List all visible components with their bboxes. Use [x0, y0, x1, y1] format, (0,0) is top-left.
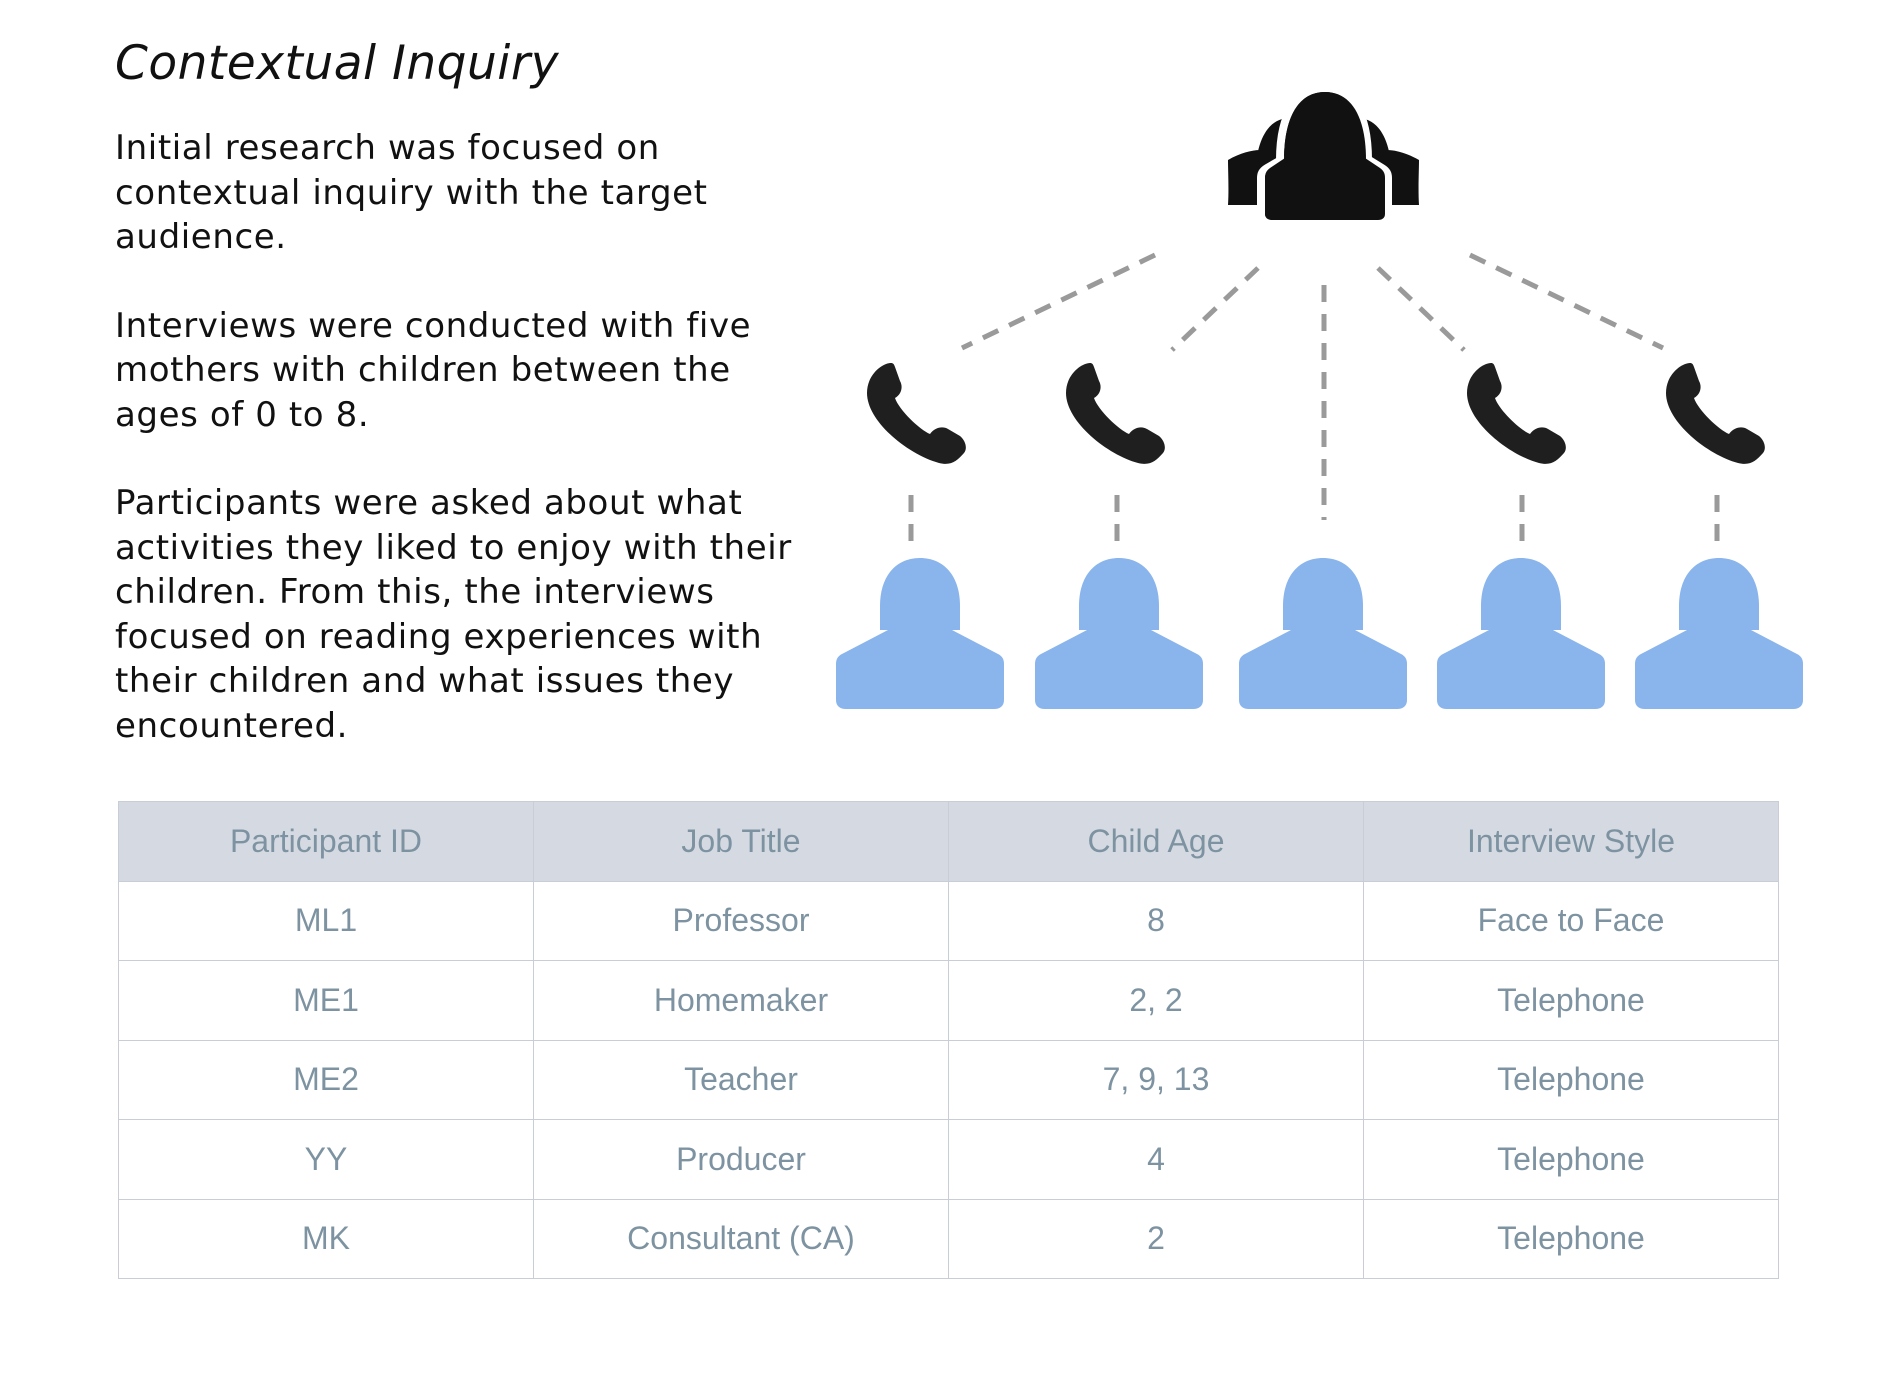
table-row: YY Producer 4 Telephone [118, 1119, 1779, 1200]
connector-hub-4 [1376, 266, 1466, 352]
paragraph-research-focus: Initial research was focused on contextu… [115, 128, 708, 257]
paragraph-participants: Participants were asked about what activ… [115, 483, 792, 746]
cell-job-title: Homemaker [533, 960, 949, 1041]
cell-child-age: 7, 9, 13 [948, 1039, 1364, 1120]
person-icon [1035, 558, 1203, 709]
phone-icon [1467, 363, 1566, 464]
column-header-interview-style: Interview Style [1363, 801, 1779, 882]
column-header-child-age: Child Age [948, 801, 1364, 882]
cell-job-title: Teacher [533, 1039, 949, 1120]
table-row: ME1 Homemaker 2, 2 Telephone [118, 960, 1779, 1041]
cell-interview-style: Face to Face [1363, 880, 1779, 961]
cell-participant-id: ML1 [118, 880, 534, 961]
participants-table: Participant ID Job Title Child Age Inter… [118, 801, 1779, 1279]
table-header-row: Participant ID Job Title Child Age Inter… [118, 801, 1779, 882]
cell-job-title: Professor [533, 880, 949, 961]
cell-participant-id: ME1 [118, 960, 534, 1041]
column-header-job-title: Job Title [533, 801, 949, 882]
cell-interview-style: Telephone [1363, 960, 1779, 1041]
group-users-icon [1228, 83, 1419, 226]
phone-icon [1666, 363, 1765, 464]
paragraph-interviews: Interviews were conducted with five moth… [115, 305, 752, 435]
person-icon [836, 558, 1004, 709]
table-row: ML1 Professor 8 Face to Face [118, 880, 1779, 961]
cell-job-title: Consultant (CA) [533, 1198, 949, 1279]
intro-text: Initial research was focused on contextu… [115, 126, 795, 792]
phones [867, 363, 1765, 464]
cell-participant-id: ME2 [118, 1039, 534, 1120]
cell-interview-style: Telephone [1363, 1119, 1779, 1200]
interview-diagram [836, 83, 1803, 709]
cell-child-age: 2, 2 [948, 960, 1364, 1041]
cell-participant-id: MK [118, 1198, 534, 1279]
person-icon [1437, 558, 1605, 709]
cell-child-age: 2 [948, 1198, 1364, 1279]
cell-child-age: 8 [948, 880, 1364, 961]
cell-participant-id: YY [118, 1119, 534, 1200]
table-row: ME2 Teacher 7, 9, 13 Telephone [118, 1039, 1779, 1120]
connector-hub-2 [1170, 266, 1260, 352]
page-title: Contextual Inquiry [115, 36, 560, 91]
cell-interview-style: Telephone [1363, 1198, 1779, 1279]
connector-hub-1 [960, 252, 1157, 351]
person-icon [1239, 558, 1407, 709]
column-header-participant-id: Participant ID [118, 801, 534, 882]
connector-lines [908, 252, 1720, 542]
phone-icon [867, 363, 966, 464]
person-icon [1635, 558, 1803, 709]
participants [836, 558, 1803, 709]
cell-child-age: 4 [948, 1119, 1364, 1200]
cell-interview-style: Telephone [1363, 1039, 1779, 1120]
phone-icon [1066, 363, 1165, 464]
cell-job-title: Producer [533, 1119, 949, 1200]
connector-hub-5 [1468, 252, 1665, 351]
table-row: MK Consultant (CA) 2 Telephone [118, 1198, 1779, 1279]
